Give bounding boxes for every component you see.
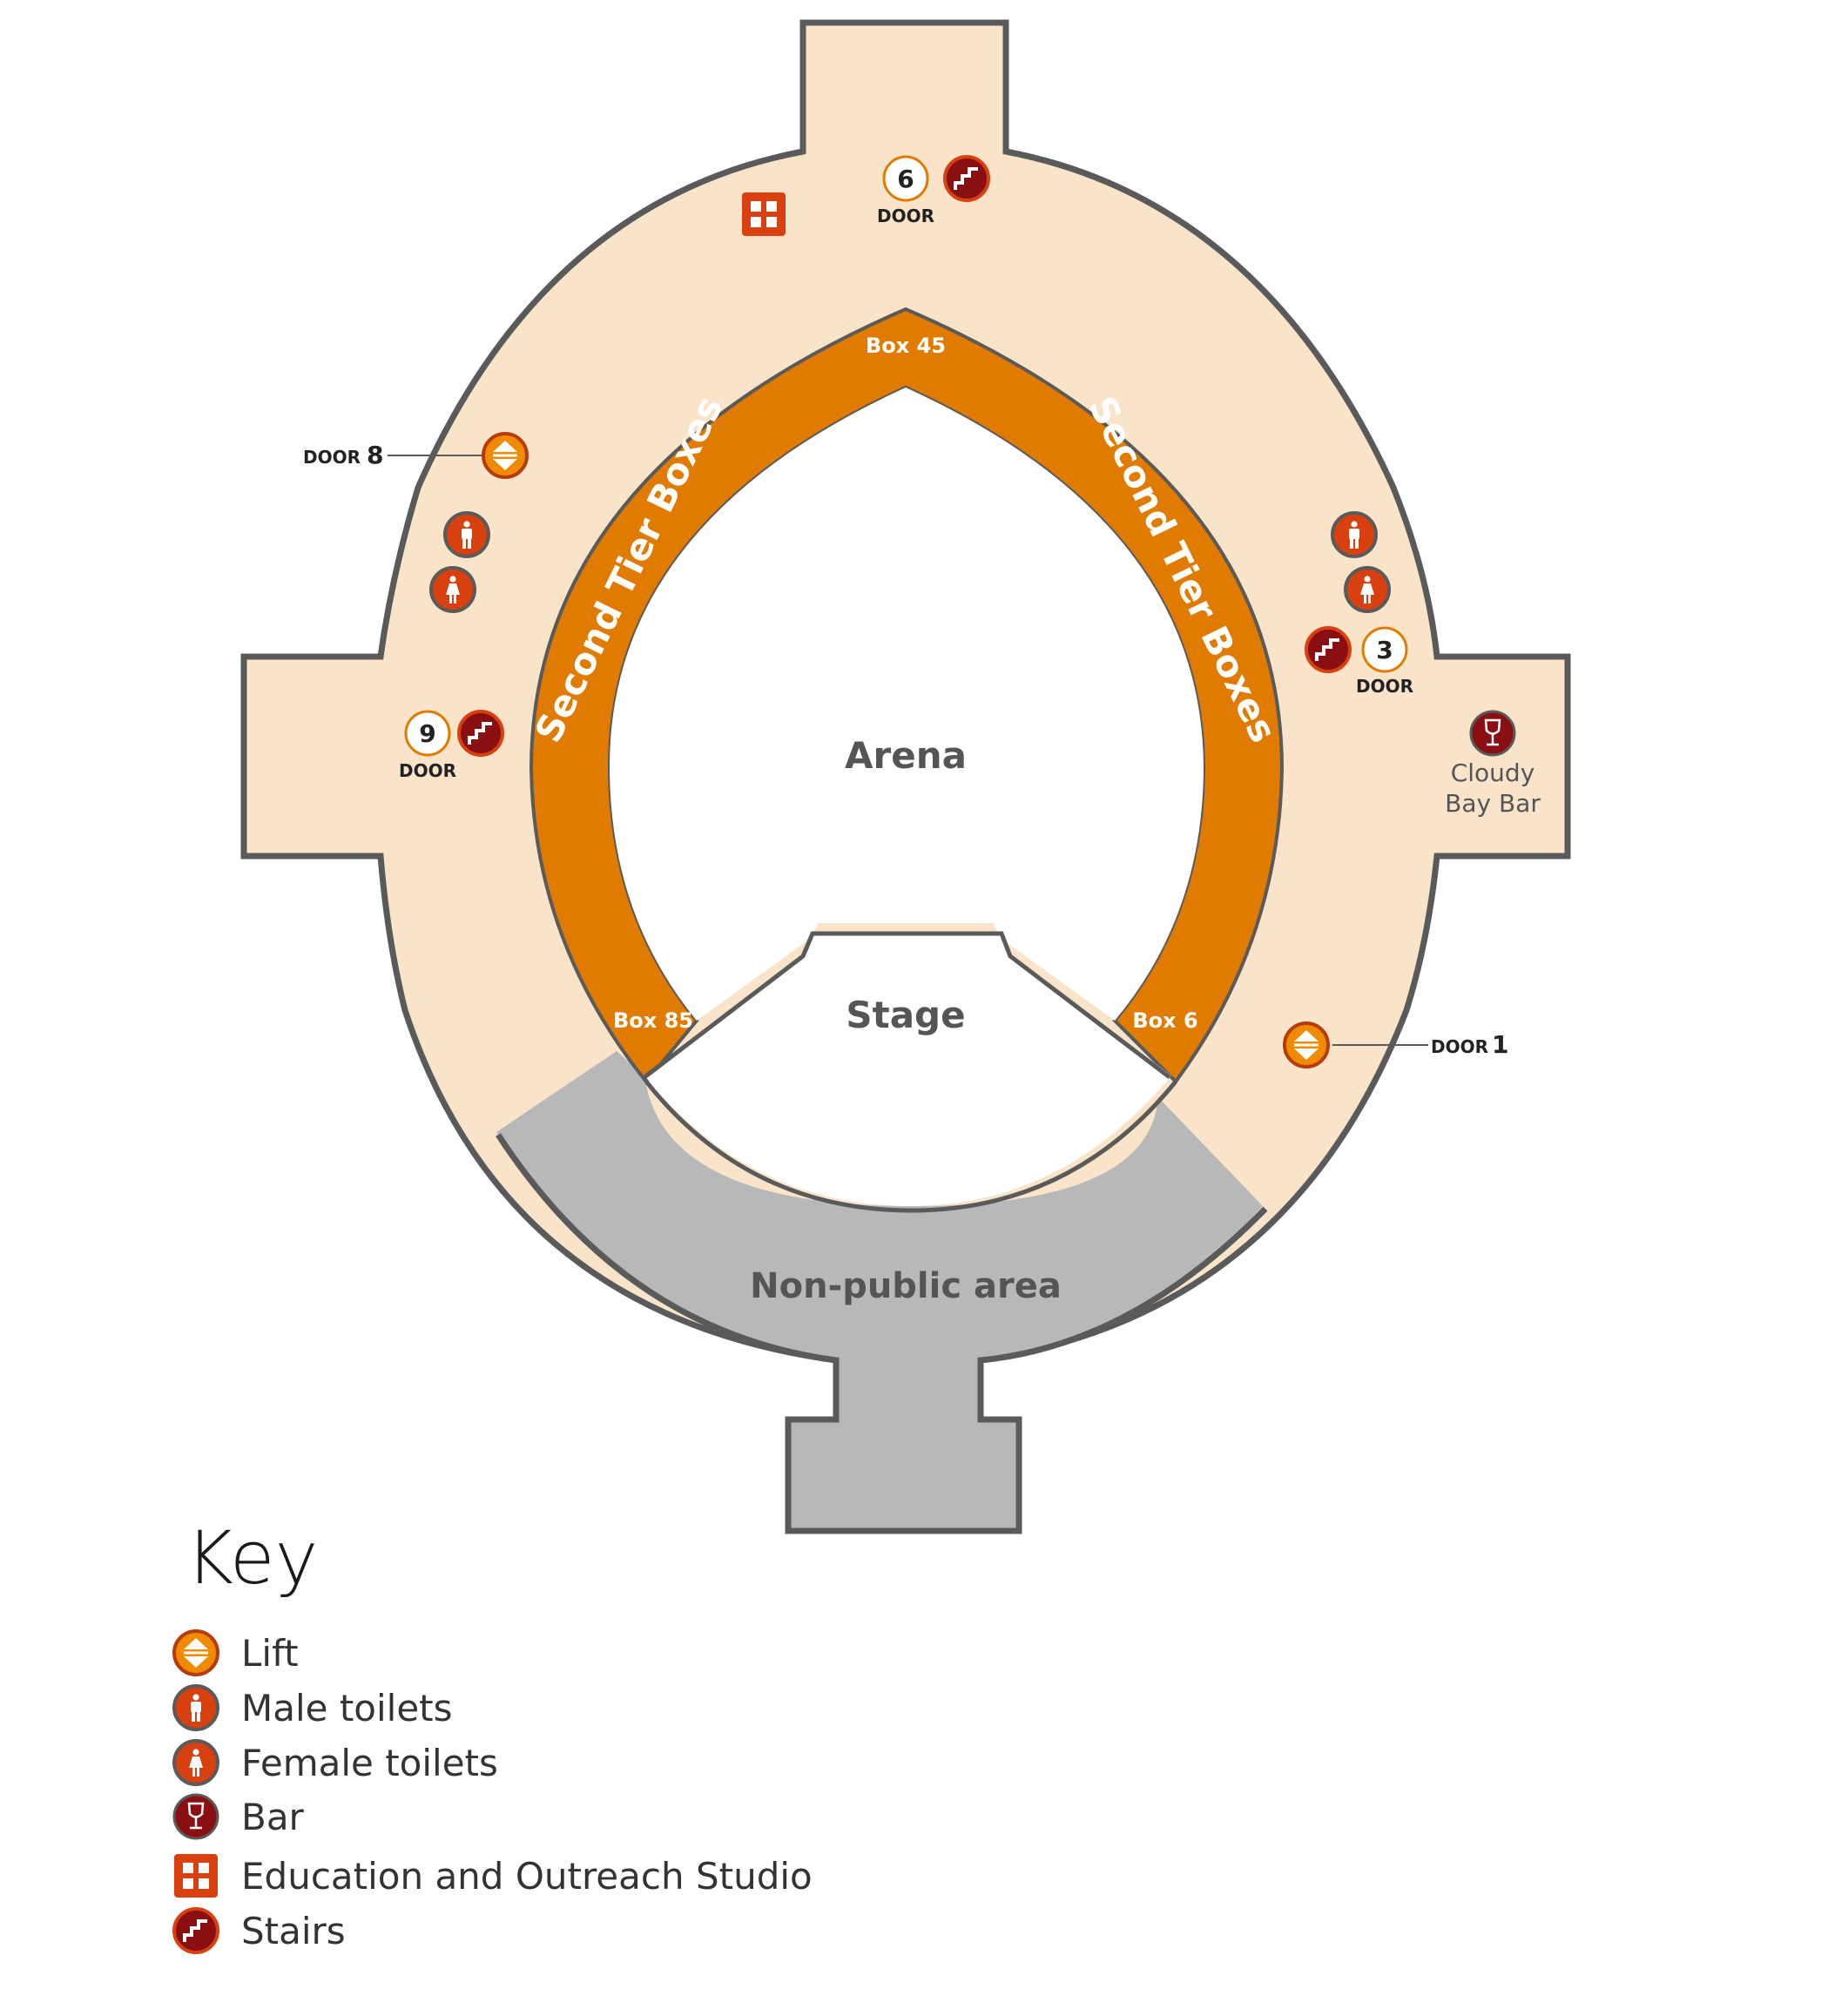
lift-icon	[1283, 1021, 1330, 1069]
door-1-label: DOOR 1	[1332, 1030, 1508, 1059]
door-9-number: 9	[419, 719, 435, 748]
female-toilets-icon	[1344, 566, 1391, 613]
bar-name-line1: Cloudy	[1451, 759, 1535, 787]
door-6-marker: 6 DOOR	[877, 155, 934, 226]
door-8-number: 8	[367, 441, 383, 469]
male-toilets-icon	[1331, 511, 1378, 558]
key-item-label: Female toilets	[241, 1741, 498, 1784]
door-8-word: DOOR	[303, 447, 361, 468]
key-item-studio: Education and Outreach Studio	[170, 1850, 954, 1902]
door-6-word: DOOR	[877, 206, 934, 226]
male-toilets-icon	[443, 511, 490, 558]
stairs-icon	[943, 155, 990, 202]
female-toilets-icon	[429, 566, 476, 613]
key-item-label: Lift	[241, 1631, 299, 1675]
door-1-word: DOOR	[1431, 1036, 1488, 1057]
door-6-number: 6	[897, 165, 914, 193]
key-item-label: Bar	[241, 1795, 304, 1838]
door-9-marker: 9 DOOR	[399, 710, 456, 781]
non-public-label: Non-public area	[750, 1266, 1062, 1306]
arena-area	[610, 388, 1204, 1021]
studio-icon	[742, 192, 786, 236]
key-item-bar: Bar	[170, 1790, 954, 1843]
lift-icon	[170, 1627, 222, 1679]
bar-icon	[1469, 710, 1516, 757]
key-item-label: Stairs	[241, 1909, 346, 1952]
stage-area	[644, 932, 1171, 1206]
key-item-female-toilets: Female toilets	[170, 1736, 954, 1789]
stairs-icon	[1305, 626, 1352, 673]
key-item-male-toilets: Male toilets	[170, 1682, 954, 1734]
bar-name-line2: Bay Bar	[1445, 789, 1541, 818]
key-item-label: Male toilets	[241, 1686, 453, 1729]
door-9-word: DOOR	[399, 760, 456, 781]
female-toilets-icon	[170, 1736, 222, 1789]
non-public-outline	[496, 1133, 1268, 1534]
bar-icon	[170, 1790, 222, 1843]
key-item-label: Education and Outreach Studio	[241, 1854, 813, 1898]
inner-ring-outline	[644, 1080, 1177, 1213]
key-item-lift: Lift	[170, 1627, 954, 1679]
key-title: Key	[185, 1515, 319, 1601]
door-3-marker: 3 DOOR	[1356, 626, 1413, 697]
stage-label: Stage	[846, 994, 965, 1036]
lift-icon	[482, 432, 529, 479]
door-3-word: DOOR	[1356, 676, 1413, 697]
box-right-label: Box 6	[1132, 1008, 1197, 1033]
box-top-label: Box 45	[866, 334, 946, 358]
stairs-icon	[457, 710, 504, 757]
non-public-area	[496, 1051, 1263, 1531]
male-toilets-icon	[170, 1682, 222, 1734]
stage-outline	[643, 931, 1171, 1079]
door-3-number: 3	[1376, 636, 1393, 664]
stairs-icon	[170, 1905, 222, 1957]
door-1-number: 1	[1492, 1030, 1508, 1059]
door-8-label: DOOR 8	[303, 441, 482, 469]
box-left-label: Box 85	[613, 1008, 693, 1033]
studio-icon	[170, 1850, 222, 1902]
arena-label: Arena	[845, 734, 967, 777]
key-item-stairs: Stairs	[170, 1905, 954, 1957]
